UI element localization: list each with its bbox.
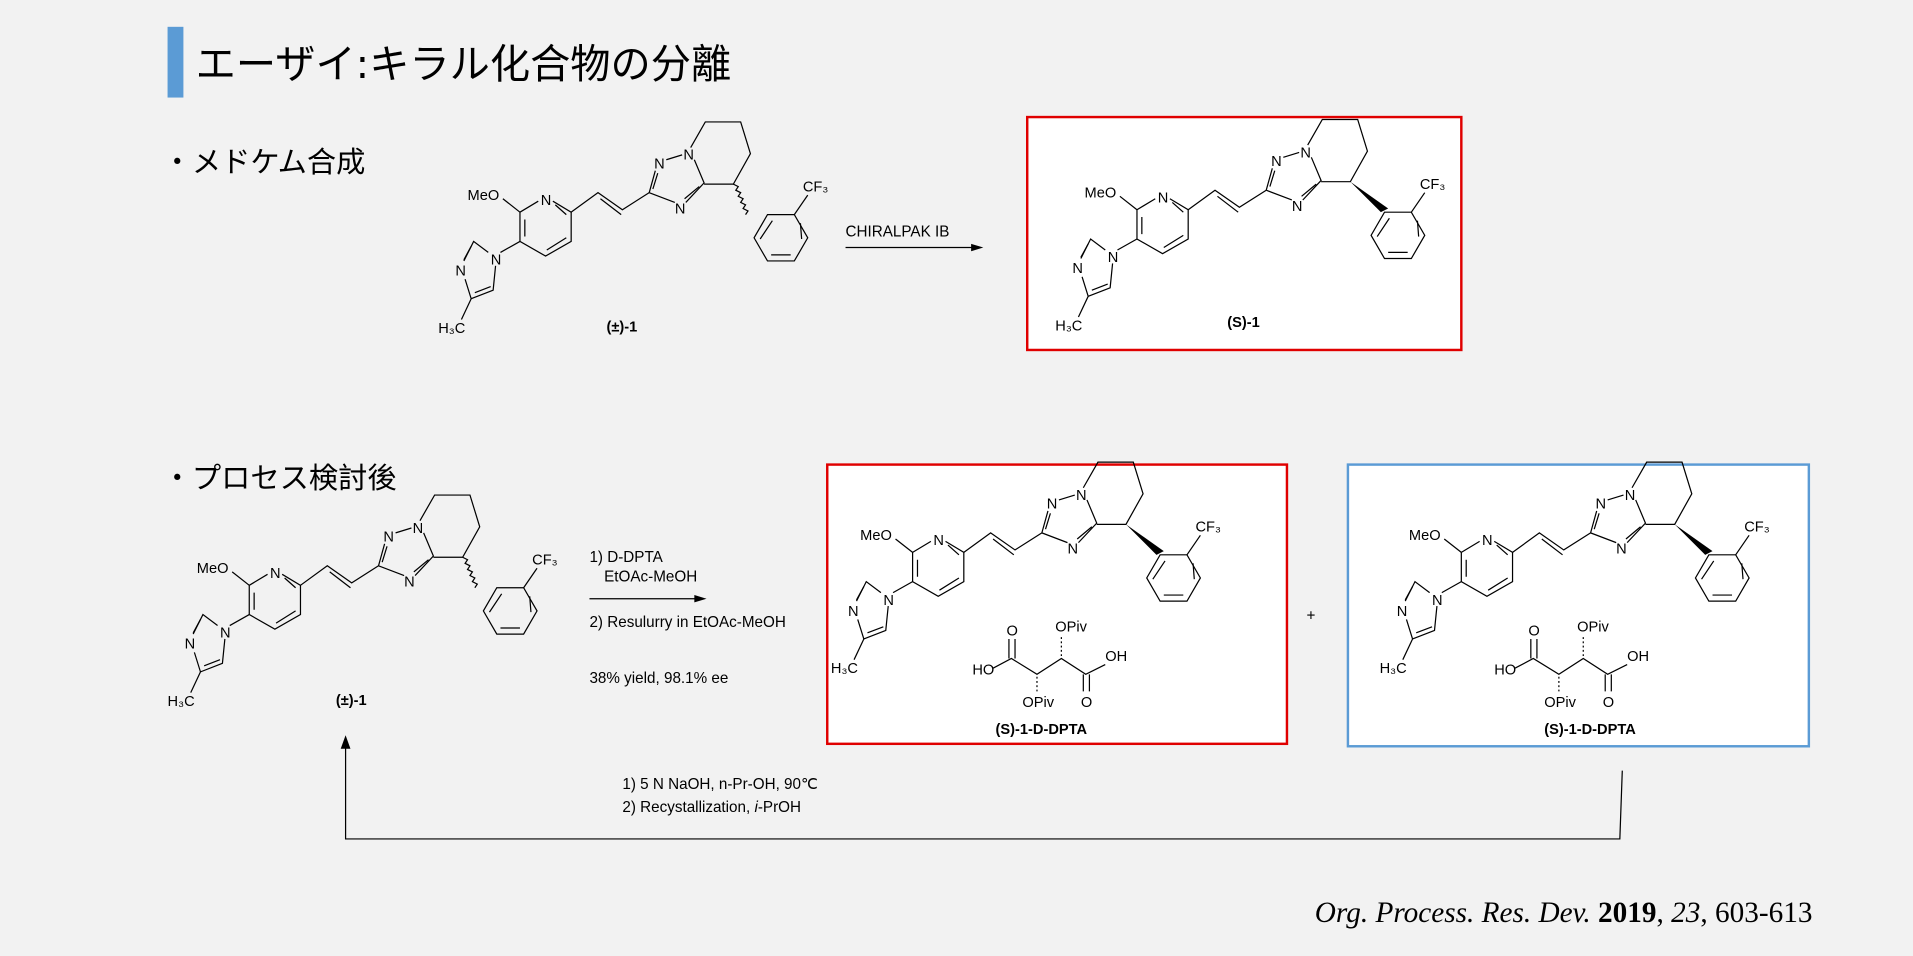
atom-label-n: N bbox=[270, 566, 281, 582]
yield-text: 38% yield, 98.1% ee bbox=[589, 670, 728, 687]
atom-label-n: N bbox=[1076, 488, 1087, 504]
atom-label-n: N bbox=[541, 193, 552, 209]
atom-label-n: N bbox=[220, 626, 231, 642]
atom-label-cf3: CF₃ bbox=[1196, 520, 1221, 536]
atom-label-n: N bbox=[1067, 542, 1078, 558]
wavy-bond bbox=[462, 556, 478, 589]
atom-label-n: N bbox=[1072, 261, 1083, 277]
molecule-core: MeO N N N H₃C N N N CF₃ bbox=[438, 121, 828, 337]
reaction-arrow bbox=[845, 243, 984, 252]
atom-label-meo: MeO bbox=[468, 188, 500, 204]
atom-label-n: N bbox=[491, 253, 502, 269]
atom-label-n: N bbox=[1397, 604, 1408, 620]
reagent-label: CHIRALPAK IB bbox=[846, 224, 950, 241]
molecule-s-isomer: MeO N N N H₃C N N N CF₃ (S)-1 bbox=[1055, 118, 1445, 334]
atom-label-ch3: H₃C bbox=[1055, 318, 1082, 334]
reagent-step1: 1) D-DPTA bbox=[589, 549, 663, 566]
atom-label-n: N bbox=[1300, 145, 1311, 161]
tartrate: HO O OPiv OH OPiv O bbox=[972, 620, 1127, 712]
atom-label-meo: MeO bbox=[197, 561, 229, 577]
atom-label-ho: HO bbox=[972, 662, 994, 678]
atom-label-n: N bbox=[1625, 488, 1636, 504]
recycle-step1: 1) 5 N NaOH, n-Pr-OH, 90℃ bbox=[622, 776, 818, 793]
recycle-step2: 2) Recystallization, i-PrOH bbox=[622, 799, 801, 816]
atom-label-n: N bbox=[683, 148, 694, 164]
atom-label-meo: MeO bbox=[1409, 528, 1441, 544]
atom-label-cf3: CF₃ bbox=[1744, 520, 1769, 536]
atom-label-n: N bbox=[455, 264, 466, 280]
reagent-step2: 2) Resulurry in EtOAc-MeOH bbox=[589, 614, 785, 631]
atom-label-n: N bbox=[185, 637, 196, 653]
atom-label-n: N bbox=[1108, 250, 1119, 266]
atom-label-n: N bbox=[1047, 496, 1058, 512]
compound-label: (S)-1 bbox=[1227, 315, 1260, 331]
atom-label-n: N bbox=[675, 201, 686, 217]
atom-label-n: N bbox=[1158, 190, 1169, 206]
atom-label-cf3: CF₃ bbox=[532, 553, 557, 569]
recycle-arrow bbox=[340, 735, 1623, 840]
atom-label-n: N bbox=[1482, 533, 1493, 549]
molecule-salt-blue: MeO N N N H₃C N N N CF₃ HO O OPiv OH OPi… bbox=[1380, 461, 1770, 738]
atom-label-n: N bbox=[654, 156, 665, 172]
atom-label-n: N bbox=[383, 529, 394, 545]
compound-label: (S)-1-D-DPTA bbox=[996, 722, 1088, 738]
molecule-core: MeO N N N H₃C N N N CF₃ bbox=[168, 494, 558, 710]
atom-label-n: N bbox=[1292, 199, 1303, 215]
atom-label-cf3: CF₃ bbox=[1420, 177, 1445, 193]
highlight-box-red bbox=[1026, 115, 1463, 352]
atom-label-ch3: H₃C bbox=[1380, 661, 1407, 677]
reagent-step1-solvent: EtOAc-MeOH bbox=[604, 569, 697, 586]
atom-label-o: O bbox=[1006, 623, 1017, 639]
atom-label-o: O bbox=[1081, 695, 1092, 711]
molecule-core: MeO N N N H₃C N N N CF₃ bbox=[1380, 461, 1770, 677]
molecule-core: MeO N N N H₃C N N N CF₃ bbox=[1055, 118, 1445, 334]
wavy-bond bbox=[732, 183, 749, 216]
atom-label-opiv: OPiv bbox=[1544, 695, 1576, 711]
atom-label-o: O bbox=[1528, 623, 1539, 639]
atom-label-oh: OH bbox=[1105, 649, 1127, 665]
atom-label-meo: MeO bbox=[1085, 186, 1117, 202]
atom-label-ch3: H₃C bbox=[438, 321, 465, 337]
atom-label-opiv: OPiv bbox=[1055, 620, 1087, 636]
atom-label-ch3: H₃C bbox=[168, 694, 195, 710]
plus-sign: + bbox=[1306, 608, 1315, 625]
highlight-box-blue bbox=[1346, 463, 1811, 748]
citation: Org. Process. Res. Dev. 2019, 23, 603-61… bbox=[1315, 897, 1813, 929]
compound-label: (S)-1-D-DPTA bbox=[1544, 722, 1636, 738]
molecule-salt-red: MeO N N N H₃C N N N CF₃ HO O OPiv OH OPi… bbox=[831, 461, 1221, 738]
atom-label-oh: OH bbox=[1627, 649, 1649, 665]
tartrate: HO O OPiv OH OPiv O bbox=[1494, 620, 1649, 712]
compound-label: (±)-1 bbox=[607, 320, 638, 336]
atom-label-n: N bbox=[848, 604, 859, 620]
atom-label-opiv: OPiv bbox=[1577, 620, 1609, 636]
atom-label-o: O bbox=[1603, 695, 1614, 711]
atom-label-n: N bbox=[933, 533, 944, 549]
atom-label-meo: MeO bbox=[860, 528, 892, 544]
atom-label-n: N bbox=[883, 593, 894, 609]
section-heading-medchem: ・メドケム合成 bbox=[163, 145, 366, 179]
atom-label-n: N bbox=[1432, 593, 1443, 609]
molecule-racemate-process: MeO N N N H₃C N N N CF₃ (±)-1 bbox=[168, 494, 558, 710]
page-title: エーザイ:キラル化合物の分離 bbox=[196, 42, 732, 88]
molecule-racemate-top: MeO N N N H₃C N N N CF₃ (±)-1 bbox=[438, 121, 828, 337]
atom-label-n: N bbox=[1616, 542, 1627, 558]
title-accent-bar bbox=[167, 26, 184, 98]
atom-label-n: N bbox=[404, 575, 415, 591]
molecule-core: MeO N N N H₃C N N N CF₃ bbox=[831, 461, 1221, 677]
atom-label-ch3: H₃C bbox=[831, 661, 858, 677]
highlight-box-red bbox=[826, 463, 1289, 746]
atom-label-n: N bbox=[1595, 496, 1606, 512]
reaction-arrow bbox=[589, 595, 707, 603]
atom-label-cf3: CF₃ bbox=[803, 179, 828, 195]
atom-label-n: N bbox=[1271, 154, 1282, 170]
atom-label-opiv: OPiv bbox=[1022, 695, 1054, 711]
compound-label: (±)-1 bbox=[336, 693, 367, 709]
atom-label-ho: HO bbox=[1494, 662, 1516, 678]
atom-label-n: N bbox=[413, 521, 424, 537]
section-heading-process: ・プロセス検討後 bbox=[163, 461, 397, 495]
